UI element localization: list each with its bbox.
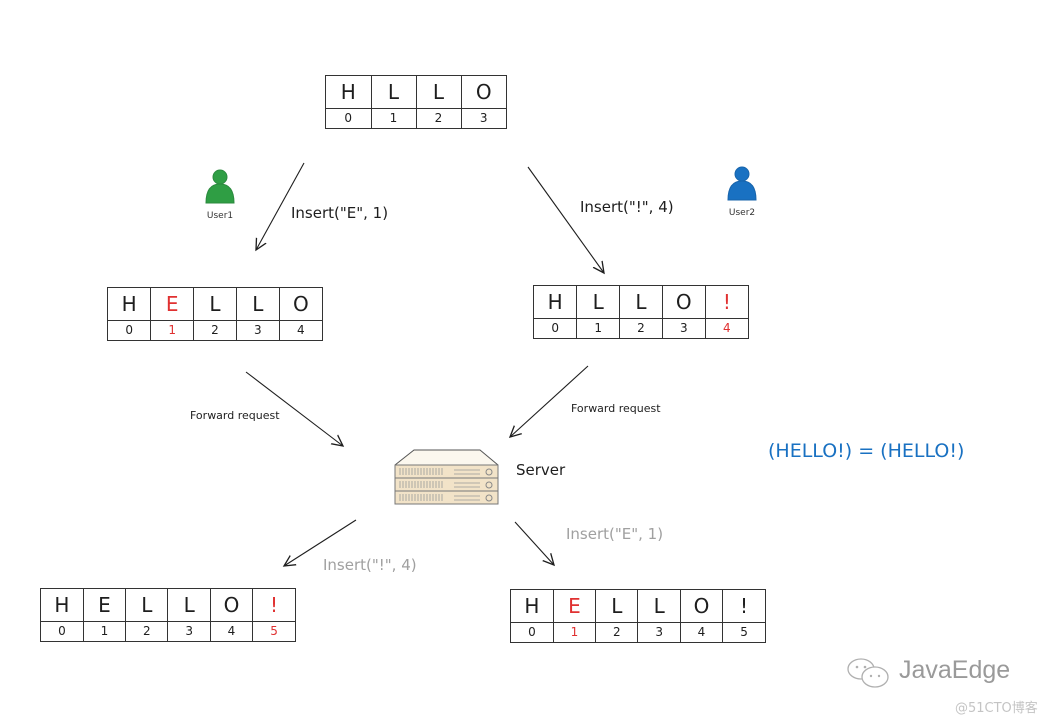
user1-label: User1 (206, 211, 234, 221)
conclusion-equation: (HELLO!) = (HELLO!) (768, 440, 965, 462)
index-cell: 4 (679, 621, 723, 642)
final-right-table: H E L L O ! 0 1 2 3 4 5 (510, 589, 766, 643)
user2-operation: Insert("!", 4) (580, 198, 674, 216)
char-cell-highlight: E (552, 590, 596, 623)
index-cell-highlight: 1 (552, 621, 596, 642)
char-cell: L (576, 286, 620, 319)
char-cell: L (235, 288, 280, 321)
person-icon (727, 166, 757, 201)
final-left-table: H E L L O ! 0 1 2 3 4 5 (40, 588, 296, 642)
index-cell: 2 (193, 319, 237, 340)
char-cell: L (125, 589, 168, 622)
index-cell: 1 (82, 620, 126, 641)
watermark-brand: JavaEdge (899, 656, 1011, 684)
char-cell: L (595, 590, 638, 623)
user2-avatar: User2 (722, 162, 762, 218)
user2-label: User2 (728, 208, 756, 218)
char-cell: L (167, 589, 211, 622)
char-cell-highlight: E (150, 288, 194, 321)
index-cell: 3 (661, 317, 706, 338)
broadcast-right-operation: Insert("E", 1) (566, 525, 664, 543)
server-rack-icon (394, 449, 499, 505)
index-cell: 2 (595, 621, 638, 642)
arrow-server-to-left (284, 519, 357, 566)
index-cell: 2 (125, 620, 168, 641)
index-cell: 4 (278, 319, 322, 340)
user1-forward-label: Forward request (190, 409, 280, 422)
char-cell: H (547, 289, 563, 314)
char-cell: O (209, 589, 253, 622)
watermark: JavaEdge @51CTO博客 (845, 654, 1045, 720)
user1-avatar: User1 (200, 165, 240, 221)
char-cell: L (370, 76, 416, 109)
user2-result-table: H L L O ! 0 1 2 3 4 (533, 285, 749, 339)
index-cell: 2 (619, 317, 663, 338)
index-cell-highlight: 5 (252, 620, 295, 641)
index-cell: 3 (460, 107, 506, 128)
index-cell: 1 (370, 107, 416, 128)
user2-forward-label: Forward request (571, 402, 661, 415)
char-cell: H (524, 593, 540, 618)
index-cell-highlight: 4 (704, 317, 748, 338)
char-cell: O (460, 76, 506, 109)
arrow-user1-to-server (245, 371, 343, 446)
index-cell-highlight: 1 (150, 319, 194, 340)
arrow-server-to-right (514, 521, 554, 565)
index-cell: 0 (41, 620, 84, 641)
broadcast-left-operation: Insert("!", 4) (323, 556, 417, 574)
char-cell-highlight: ! (252, 589, 295, 622)
index-cell: 1 (576, 317, 620, 338)
char-cell: H (340, 79, 356, 104)
watermark-source: @51CTO博客 (955, 701, 1038, 716)
user1-operation: Insert("E", 1) (291, 204, 389, 222)
index-cell: 3 (637, 621, 681, 642)
char-cell: O (278, 288, 322, 321)
char-cell: O (679, 590, 723, 623)
index-cell: 3 (235, 319, 280, 340)
arrow-initial-to-user1 (256, 162, 305, 250)
char-cell: L (415, 76, 461, 109)
char-cell-highlight: ! (704, 286, 748, 319)
arrow-initial-to-user2 (527, 166, 604, 273)
server (392, 448, 502, 508)
char-cell: ! (722, 590, 765, 623)
index-cell: 4 (209, 620, 253, 641)
index-cell: 0 (326, 107, 371, 128)
arrow-user2-to-server (510, 365, 589, 437)
index-cell: 0 (511, 621, 554, 642)
index-cell: 0 (534, 317, 577, 338)
person-icon (205, 169, 235, 204)
char-cell: L (637, 590, 681, 623)
server-label: Server (516, 461, 566, 479)
char-cell: L (619, 286, 663, 319)
index-cell: 3 (167, 620, 211, 641)
char-cell: E (82, 589, 126, 622)
char-cell: H (121, 291, 137, 316)
user1-result-table: H E L L O 0 1 2 3 4 (107, 287, 323, 341)
index-cell: 2 (415, 107, 461, 128)
index-cell: 0 (108, 319, 151, 340)
char-cell: O (661, 286, 706, 319)
char-cell: L (193, 288, 237, 321)
wechat-icon (847, 658, 889, 688)
initial-string-table: H L L O 0 1 2 3 (325, 75, 507, 129)
index-cell: 5 (722, 621, 765, 642)
char-cell: H (54, 592, 70, 617)
